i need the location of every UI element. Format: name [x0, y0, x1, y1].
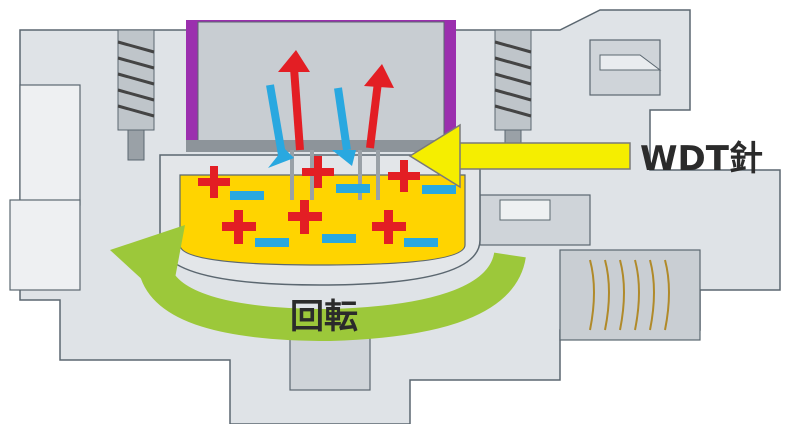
minus-sign	[230, 191, 264, 200]
rotation-label: 回転	[290, 297, 358, 337]
minus-sign	[422, 185, 456, 194]
minus-sign	[336, 184, 370, 193]
left-spring	[117, 29, 155, 161]
minus-sign	[404, 238, 438, 247]
side-coil	[589, 259, 670, 331]
plus-sign	[384, 210, 393, 244]
rotation-arrow	[110, 225, 526, 342]
needle-arrow	[408, 123, 631, 189]
plus-sign	[314, 156, 322, 188]
needle-label: WDT針	[640, 139, 763, 179]
minus-sign	[255, 238, 289, 247]
tamper-block	[186, 20, 456, 152]
charge-symbols	[198, 156, 456, 247]
flow-arrows	[266, 50, 394, 168]
plus-sign	[234, 210, 243, 244]
minus-sign	[322, 234, 356, 243]
plus-sign	[300, 200, 309, 234]
plus-sign	[400, 160, 408, 192]
plus-sign	[210, 166, 218, 198]
